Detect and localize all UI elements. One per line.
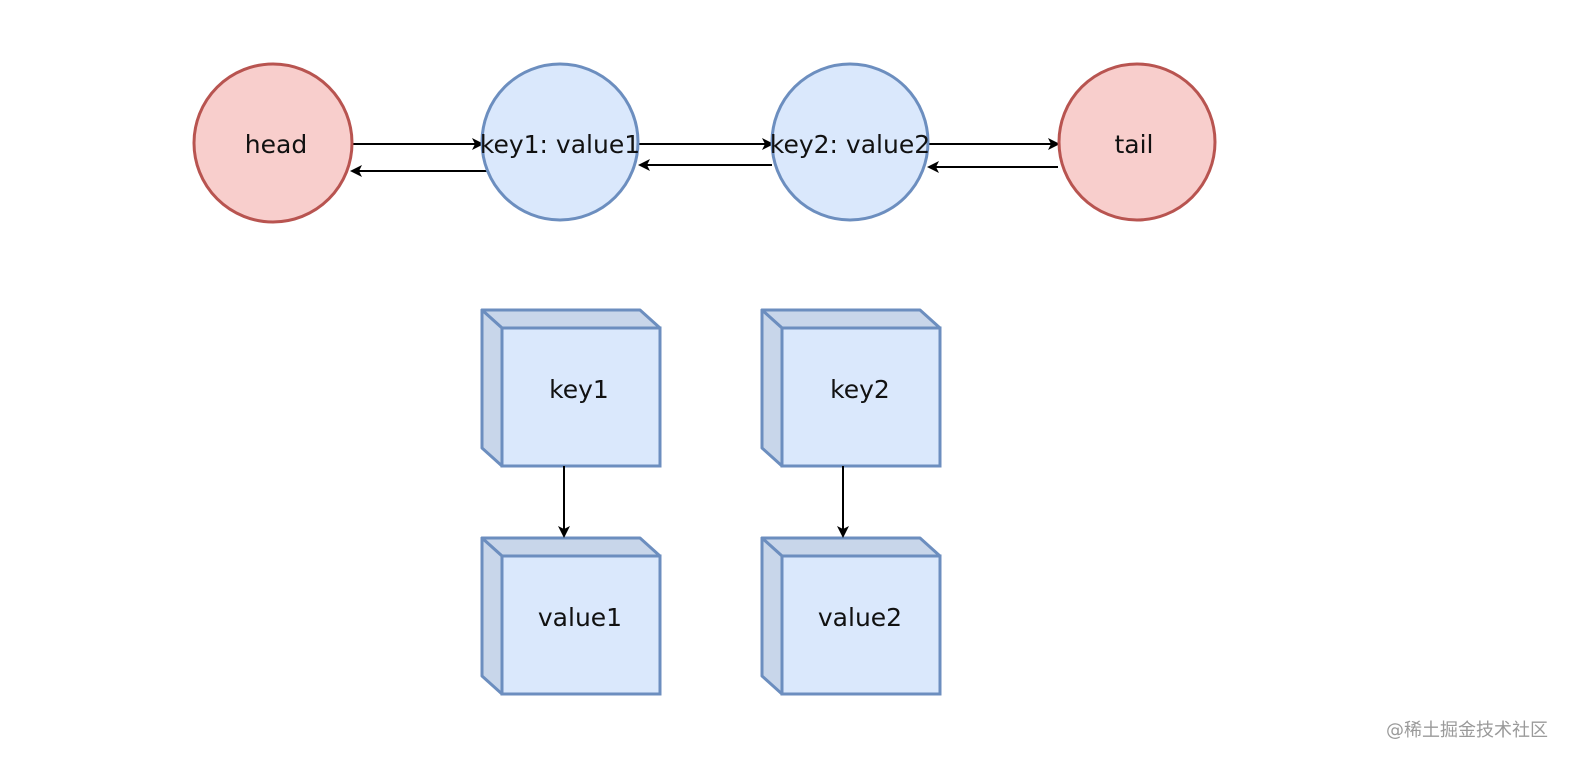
box-key1: key1	[480, 308, 662, 468]
box-value1-label: value1	[538, 603, 622, 632]
node-head: head	[192, 62, 354, 224]
box-value2-label: value2	[818, 603, 902, 632]
node-key2-value2: key2: value2	[770, 62, 930, 222]
box-key2: key2	[760, 308, 942, 468]
box-value2: value2	[760, 536, 942, 696]
node-tail-label: tail	[1114, 130, 1153, 159]
watermark: @稀土掘金技术社区	[1386, 720, 1548, 741]
node-key1-value1: key1: value1	[480, 62, 640, 222]
box-key1-label: key1	[549, 375, 609, 404]
node-head-label: head	[245, 130, 307, 159]
box-key2-label: key2	[830, 375, 890, 404]
node-tail: tail	[1057, 62, 1217, 222]
box-value1: value1	[480, 536, 662, 696]
node-key2-value2-label: key2: value2	[770, 130, 930, 159]
node-key1-value1-label: key1: value1	[480, 130, 640, 159]
